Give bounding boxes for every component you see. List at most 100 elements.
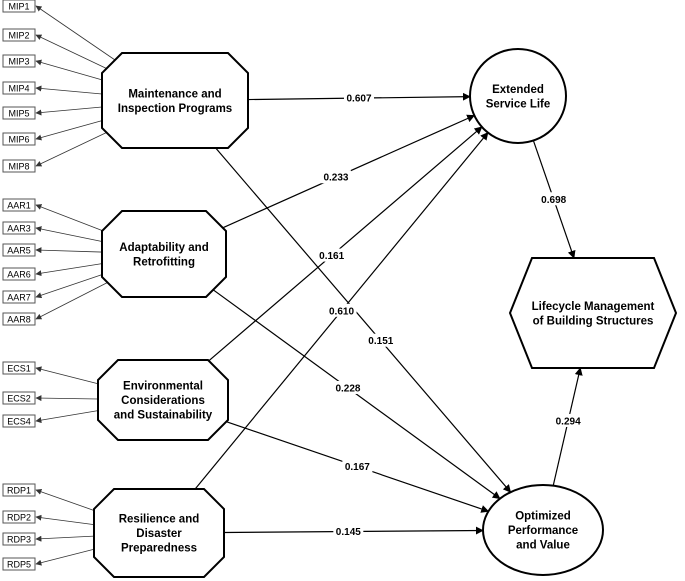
coef-rdp-opv-bg [333, 524, 364, 538]
indicator-boxes: MIP1MIP2MIP3MIP4MIP5MIP6MIP8AAR1AAR3AAR5… [2, 0, 36, 571]
indicator-mip8-arrow [35, 132, 107, 167]
indicator-mip5-box [2, 106, 36, 120]
indicator-rdp5: RDP5 [2, 557, 36, 571]
indicator-aar7-box [2, 290, 36, 304]
construct-opv-label-1: Performance [508, 525, 578, 537]
construct-rdp-label-2: Preparedness [121, 543, 197, 555]
indicator-mip6-box [2, 132, 36, 146]
indicator-rdp3-label: RDP3 [7, 534, 31, 544]
indicator-rdp5-label: RDP5 [7, 559, 31, 569]
indicator-aar5: AAR5 [2, 243, 36, 257]
indicator-aar1: AAR1 [2, 198, 36, 212]
construct-lmbs-label-1: of Building Structures [533, 315, 654, 327]
path-ecs-esl [208, 126, 483, 362]
indicator-ecs1: ECS1 [2, 361, 36, 375]
indicator-aar7-label: AAR7 [7, 292, 31, 302]
coef-mip-esl-bg [344, 91, 375, 105]
indicator-aar5-arrow [35, 247, 103, 254]
indicator-aar3-arrow [35, 226, 103, 242]
indicator-mip2: MIP2 [2, 28, 36, 42]
indicator-aar8-arrow [35, 282, 108, 320]
coef-aar-esl: 0.233 [320, 170, 351, 184]
indicator-aar1-label: AAR1 [7, 200, 31, 210]
indicator-aar6-label: AAR6 [7, 269, 31, 279]
indicator-mip1-box [2, 0, 36, 13]
indicator-aar3-box [2, 221, 36, 235]
indicator-aar5-box [2, 243, 36, 257]
coef-rdp-esl-value: 0.610 [329, 306, 354, 317]
coef-mip-esl: 0.607 [344, 91, 375, 105]
indicator-aar1-arrow [35, 204, 103, 231]
coef-mip-opv-bg [365, 333, 396, 347]
indicator-mip8: MIP8 [2, 159, 36, 173]
indicator-ecs1-arrow [35, 366, 99, 385]
indicator-aar6-box [2, 267, 36, 281]
indicator-mip1-label: MIP1 [8, 1, 29, 11]
construct-rdp-label-1: Disaster [136, 528, 182, 540]
indicator-mip1-arrow [35, 5, 116, 61]
indicator-aar3: AAR3 [2, 221, 36, 235]
coef-mip-opv-value: 0.151 [368, 336, 393, 347]
indicator-rdp3-box [2, 532, 36, 546]
coef-rdp-opv-value: 0.145 [336, 527, 361, 538]
coef-ecs-opv-value: 0.167 [345, 462, 370, 473]
indicator-rdp2-arrow [35, 514, 95, 526]
indicator-mip5-label: MIP5 [8, 108, 29, 118]
indicator-mip4-box [2, 81, 36, 95]
construct-aar-label-1: Retrofitting [133, 256, 195, 268]
indicator-mip2-box [2, 28, 36, 42]
indicator-mip5: MIP5 [2, 106, 36, 120]
indicator-aar3-label: AAR3 [7, 223, 31, 233]
indicator-mip6: MIP6 [2, 132, 36, 146]
coef-rdp-esl-bg [326, 303, 357, 317]
construct-aar-label-0: Adaptability and [119, 242, 208, 254]
coef-mip-opv: 0.151 [365, 333, 396, 347]
construct-opv-label-0: Optimized [515, 511, 571, 523]
coef-esl-lmbs-bg [538, 192, 569, 206]
indicator-rdp1: RDP1 [2, 483, 36, 497]
indicator-aar5-label: AAR5 [7, 245, 31, 255]
construct-ecs-label-1: Considerations [121, 395, 205, 407]
indicator-rdp1-arrow [35, 488, 95, 511]
indicator-ecs1-box [2, 361, 36, 375]
coef-ecs-esl-bg [316, 248, 347, 262]
coef-ecs-esl-value: 0.161 [319, 251, 344, 262]
construct-mip-label-0: Maintenance and [128, 88, 221, 100]
coef-ecs-opv-bg [342, 459, 373, 473]
coef-opv-lmbs: 0.294 [553, 413, 584, 427]
path-coefficients: 0.607 0.233 0.161 0.610 0.151 0.228 0.167 0.145… [316, 91, 584, 538]
construct-aar-shape [101, 210, 227, 298]
indicator-mip8-label: MIP8 [8, 161, 29, 171]
construct-lmbs-label-0: Lifecycle Management [532, 301, 655, 313]
indicator-mip3: MIP3 [2, 54, 36, 68]
coef-aar-opv-bg [332, 380, 363, 394]
indicator-aar7: AAR7 [2, 290, 36, 304]
indicator-ecs4: ECS4 [2, 414, 36, 428]
coef-ecs-esl: 0.161 [316, 248, 347, 262]
coef-rdp-esl: 0.610 [326, 303, 357, 317]
construct-mip-shape [101, 52, 249, 149]
construct-esl-label-0: Extended [492, 84, 544, 96]
indicator-mip3-box [2, 54, 36, 68]
indicator-ecs2: ECS2 [2, 391, 36, 405]
indicator-mip3-label: MIP3 [8, 56, 29, 66]
indicator-aar8: AAR8 [2, 312, 36, 326]
construct-mip-label-1: Inspection Programs [118, 103, 232, 115]
indicator-aar7-arrow [35, 274, 103, 299]
indicator-ecs1-label: ECS1 [7, 363, 31, 373]
indicator-ecs2-arrow [35, 395, 99, 402]
indicator-aar8-box [2, 312, 36, 326]
indicator-mip3-arrow [35, 59, 103, 81]
construct-esl-label-1: Service Life [486, 98, 551, 110]
coef-aar-opv-value: 0.228 [335, 383, 360, 394]
coef-opv-lmbs-value: 0.294 [556, 416, 581, 427]
indicator-rdp1-label: RDP1 [7, 485, 31, 495]
indicator-mip8-box [2, 159, 36, 173]
indicator-aar6-arrow [35, 263, 103, 277]
coef-rdp-opv: 0.145 [333, 524, 364, 538]
construct-lmbs: Lifecycle Management of Building Structur… [508, 257, 678, 369]
construct-opv-label-2: and Value [516, 540, 570, 552]
